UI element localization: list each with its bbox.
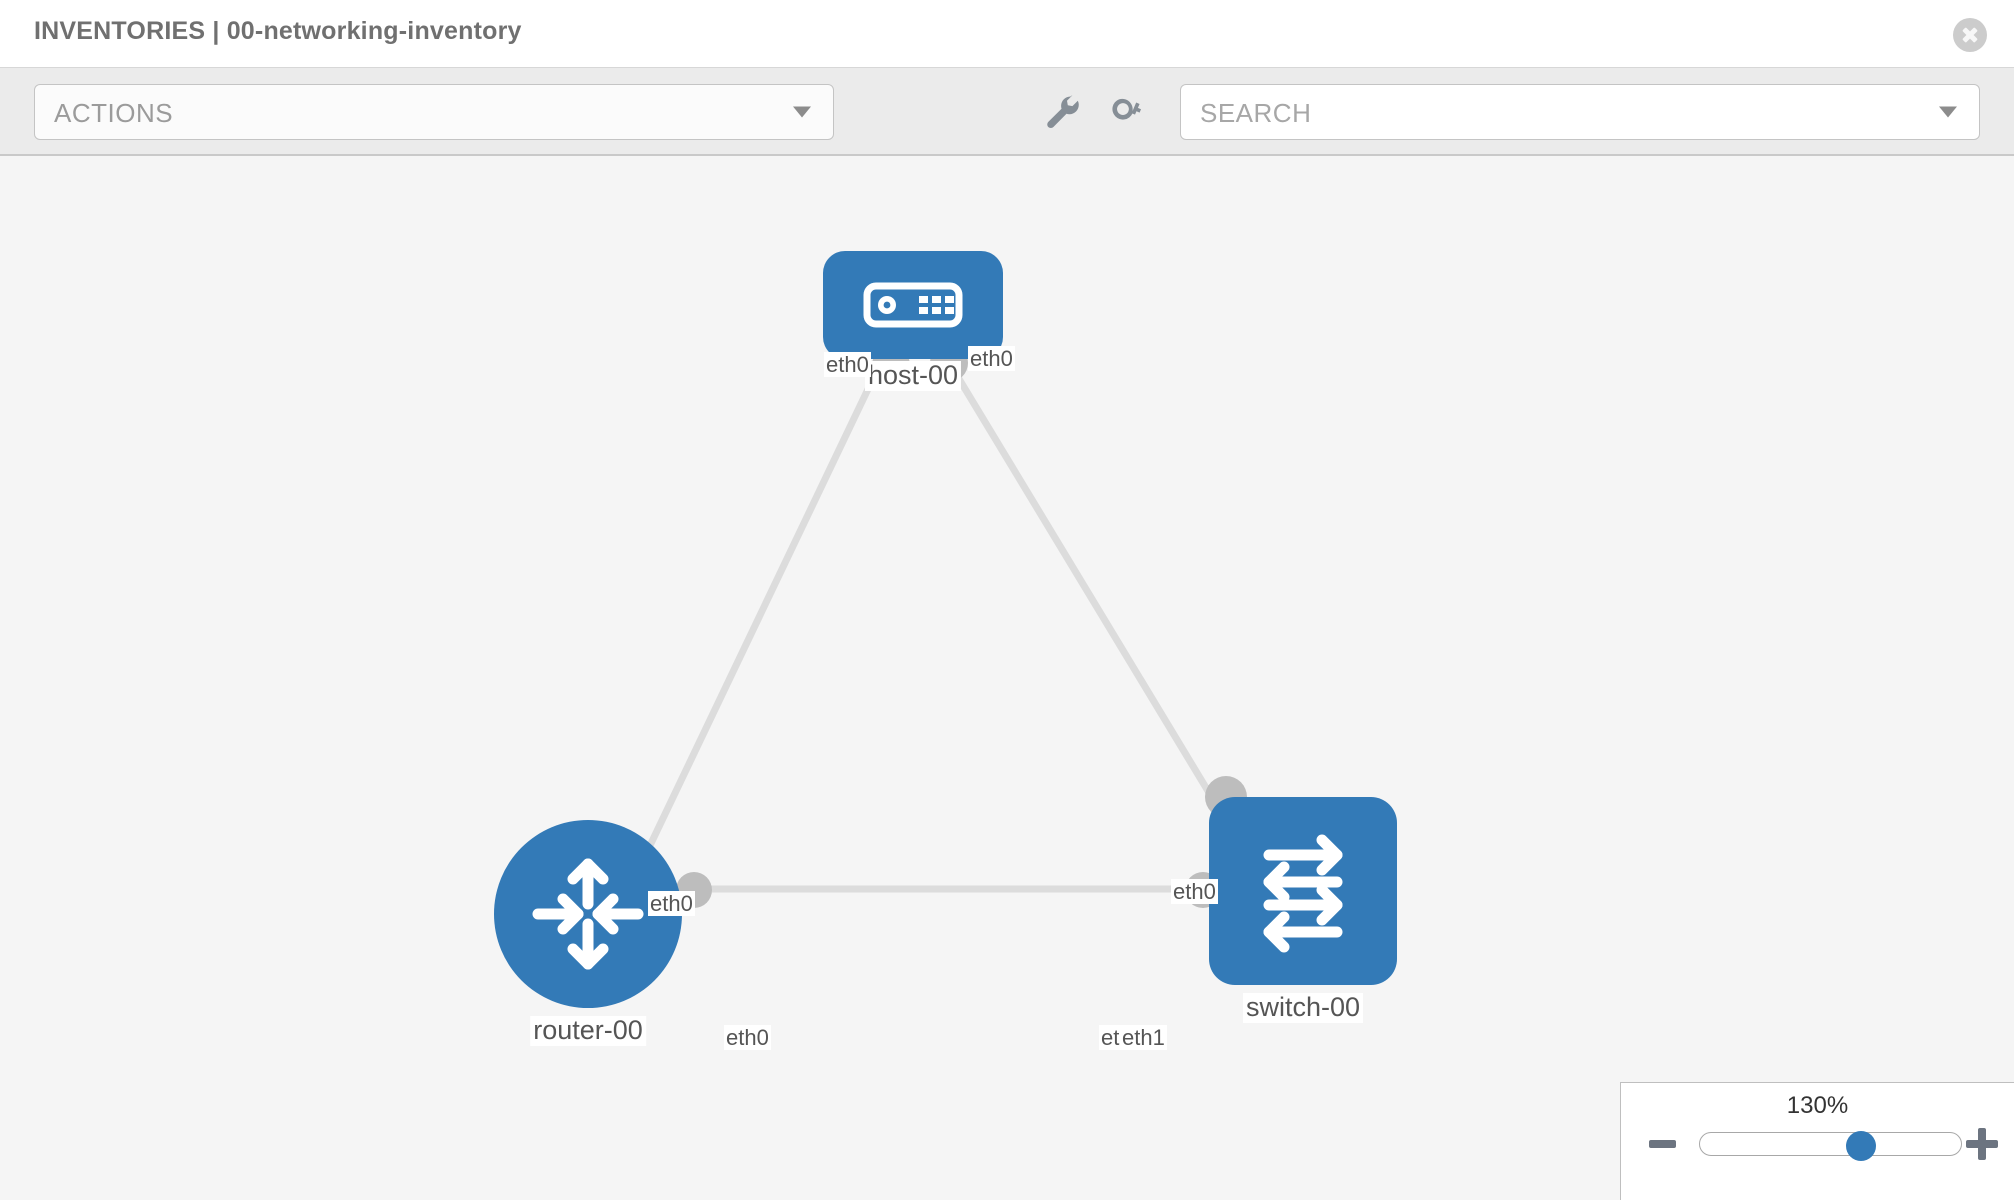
wrench-icon[interactable] (1040, 90, 1084, 134)
zoom-slider-track[interactable] (1699, 1132, 1962, 1156)
topology-canvas[interactable]: host-00 (0, 156, 2014, 1200)
close-icon[interactable] (1953, 18, 1987, 52)
node-switch-00[interactable]: switch-00 (1209, 797, 1397, 1023)
zoom-in-button[interactable] (1965, 1127, 1999, 1161)
edge-label-host-left: eth0 (824, 352, 871, 378)
breadcrumb: INVENTORIES | 00-networking-inventory (34, 17, 522, 45)
switch-node-shape (1209, 797, 1397, 985)
edge-label-router-up: eth0 (648, 891, 695, 917)
chevron-down-icon (793, 106, 811, 118)
edge-label-router-right: eth0 (724, 1025, 771, 1051)
key-icon[interactable] (1107, 90, 1151, 134)
zoom-slider-thumb[interactable] (1846, 1131, 1877, 1161)
link-host-router[interactable] (641, 362, 884, 858)
toolbar: ACTIONS SEARCH (0, 68, 2014, 156)
node-label-host-00: host-00 (864, 360, 962, 391)
search-input[interactable]: SEARCH (1180, 84, 1980, 140)
edge-label-switch-left-b: eth1 (1120, 1025, 1167, 1051)
node-label-switch-00: switch-00 (1242, 992, 1364, 1023)
router-icon (532, 858, 644, 970)
search-placeholder: SEARCH (1200, 98, 1312, 128)
actions-dropdown[interactable]: ACTIONS (34, 84, 834, 140)
actions-dropdown-label: ACTIONS (54, 98, 174, 128)
switch-icon (1263, 834, 1343, 953)
edge-label-switch-up: eth0 (1171, 879, 1218, 905)
link-host-switch[interactable] (947, 362, 1243, 846)
zoom-level-value: 130% (1786, 1092, 1849, 1119)
host-node-shape (823, 251, 1003, 359)
zoom-out-button[interactable] (1646, 1127, 1680, 1161)
node-host-00[interactable]: host-00 (823, 251, 1003, 391)
edge-label-host-right: eth0 (968, 346, 1015, 372)
topology-links (641, 362, 1243, 893)
node-label-router-00: router-00 (530, 1015, 646, 1046)
zoom-control-panel: 130% (1620, 1082, 2014, 1200)
chevron-down-icon[interactable] (1939, 106, 1957, 118)
server-icon (863, 282, 963, 328)
page-header: INVENTORIES | 00-networking-inventory (0, 0, 2014, 68)
